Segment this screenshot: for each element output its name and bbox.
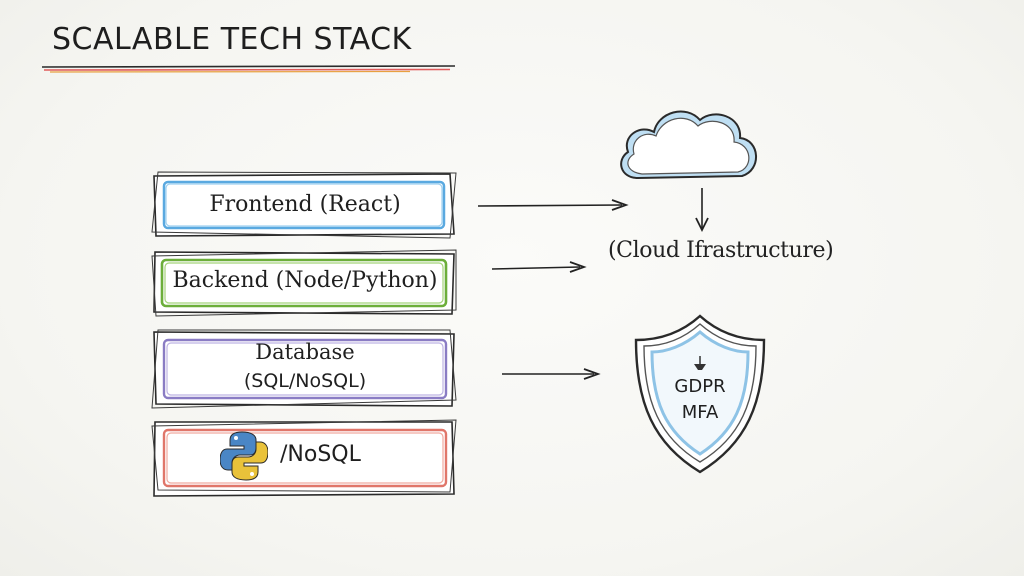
arrow-cloud-down	[695, 188, 709, 233]
layer-backend-box	[151, 249, 457, 317]
cloud-label: (Cloud Ifrastructure)	[608, 238, 834, 263]
layer-backend-label: Backend (Node/Python)	[172, 268, 438, 293]
arrow-backend-to-cloud	[491, 261, 587, 273]
arrow-frontend-to-cloud	[477, 199, 629, 211]
arrow-database-to-shield	[502, 368, 601, 380]
layer-frontend-box	[151, 171, 457, 239]
layer-database-box	[151, 329, 457, 409]
layer-frontend-label: Frontend (React)	[209, 192, 401, 217]
cloud-icon	[620, 110, 757, 180]
shield-icon	[634, 314, 766, 474]
diagram-title: SCALABLE TECH STACK	[52, 22, 412, 57]
layer-frontend: Frontend (React)	[150, 170, 460, 240]
shield-mfa-label: MFA	[681, 402, 719, 423]
title-underline	[41, 65, 456, 73]
python-logo-icon	[220, 431, 268, 481]
layer-database-label-line1: Database	[255, 340, 355, 364]
shield-gdpr-label: GDPR	[674, 376, 726, 397]
layer-database: Database (SQL/NoSQL)	[150, 328, 460, 410]
layer-backend: Backend (Node/Python)	[150, 248, 460, 318]
layer-nosql-label: /NoSQL	[280, 442, 361, 467]
layer-nosql-box	[151, 419, 457, 497]
layer-nosql: /NoSQL	[150, 418, 460, 498]
layer-database-label-line2: (SQL/NoSQL)	[243, 370, 367, 392]
